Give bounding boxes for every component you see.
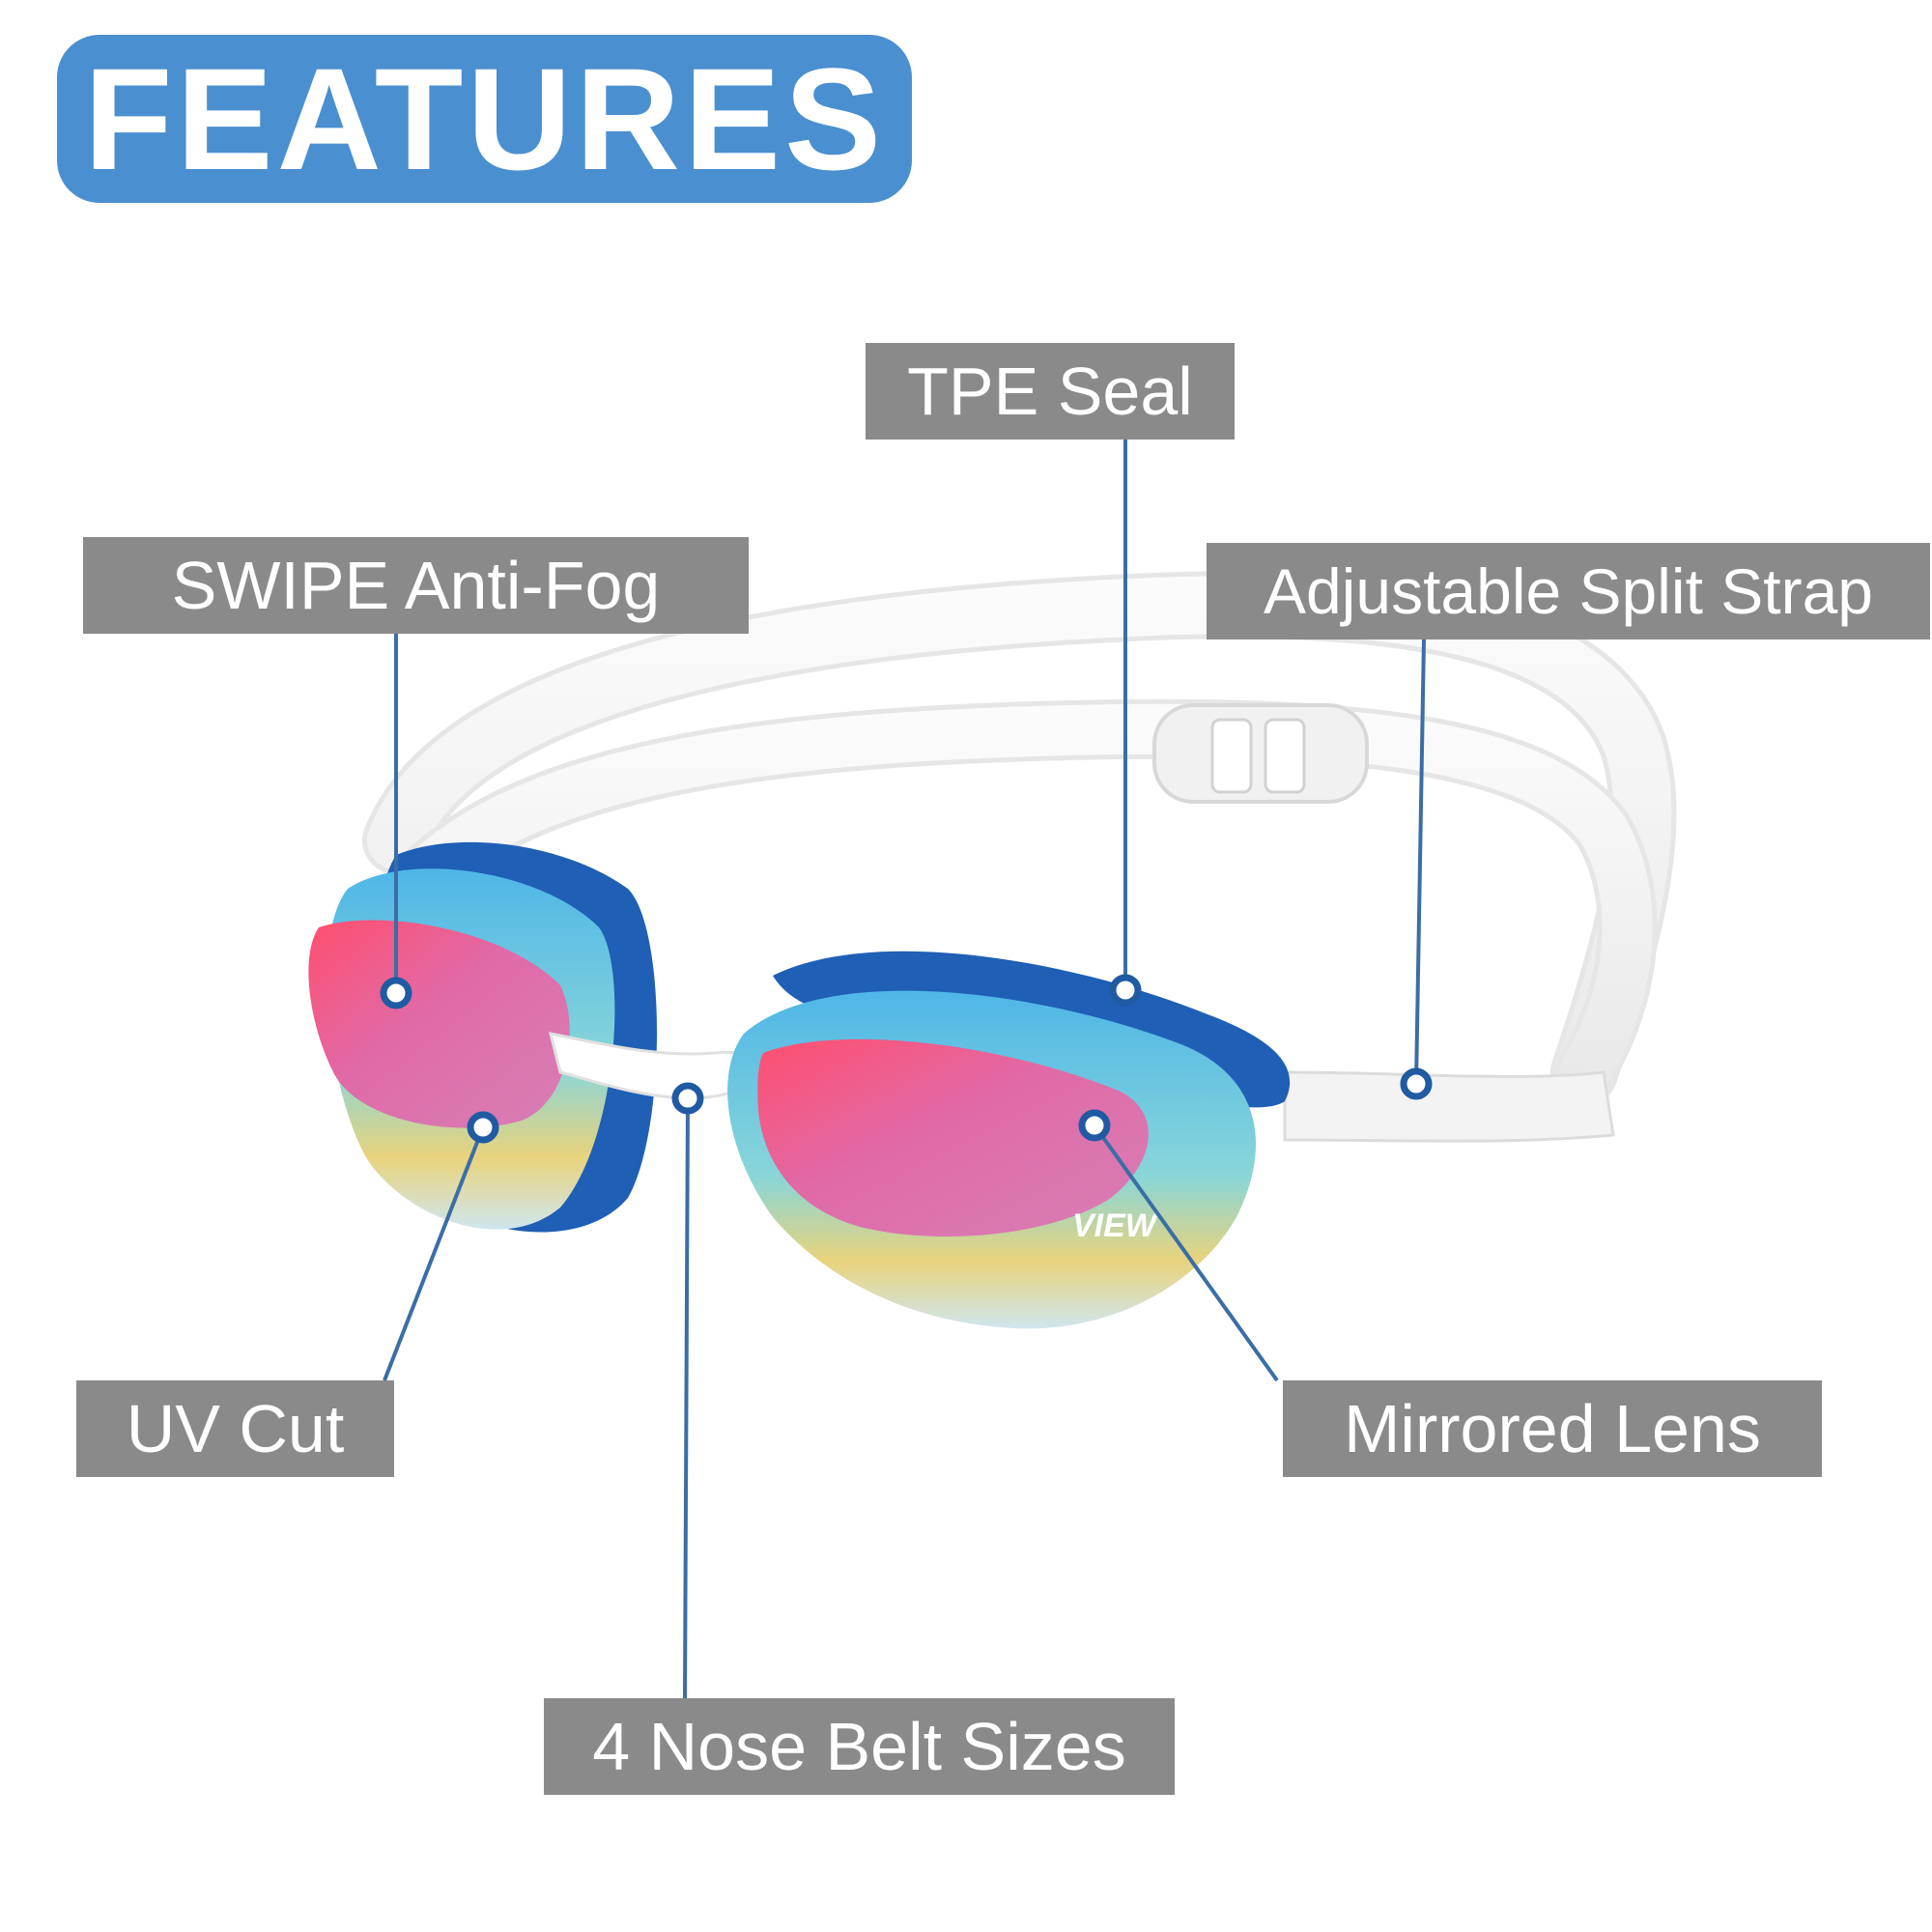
callout-dot-swipe: [380, 977, 412, 1009]
label-nose-belt-sizes: 4 Nose Belt Sizes: [544, 1698, 1175, 1795]
label-tpe-seal: TPE Seal: [866, 343, 1235, 440]
callout-dot-mirror: [1078, 1109, 1111, 1142]
callout-dot-strap: [1400, 1067, 1433, 1100]
callout-dot-tpe: [1109, 974, 1142, 1007]
title-pill: FEATURES: [57, 35, 912, 203]
right-eyecup: VIEW: [727, 951, 1291, 1329]
brand-logo: VIEW: [1072, 1208, 1159, 1244]
label-adjustable-split-strap: Adjustable Split Strap: [1207, 543, 1930, 639]
label-uv-cut: UV Cut: [76, 1380, 394, 1477]
label-mirrored-lens: Mirrored Lens: [1283, 1380, 1822, 1477]
page-title: FEATURES: [83, 38, 886, 200]
label-swipe-anti-fog: SWIPE Anti-Fog: [83, 537, 749, 634]
left-eyecup: [308, 841, 657, 1233]
callout-dot-uv: [467, 1111, 499, 1144]
callout-dot-nose: [671, 1082, 704, 1115]
leader-lines: [383, 440, 1426, 1699]
